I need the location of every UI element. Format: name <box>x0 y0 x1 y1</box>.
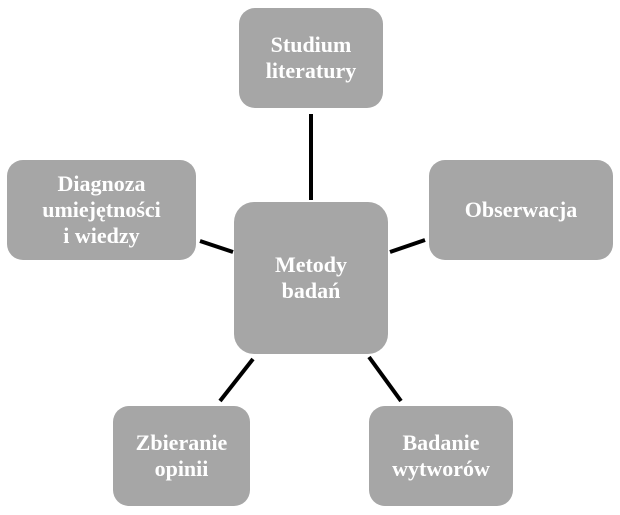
node-zbieranie-opinii: Zbieranie opinii <box>113 406 250 506</box>
connector-right <box>389 238 426 254</box>
node-obserwacja: Obserwacja <box>429 160 613 260</box>
connector-left <box>199 239 234 254</box>
node-badanie-wytworow: Badanie wytworów <box>369 406 513 506</box>
node-label: Zbieranie opinii <box>135 430 228 481</box>
node-label: Obserwacja <box>464 197 578 222</box>
node-diagnoza-umiejetnosci: Diagnoza umiejętności i wiedzy <box>7 160 196 260</box>
node-label: Badanie wytworów <box>392 430 490 481</box>
node-studium-literatury: Studium literatury <box>239 8 383 108</box>
connector-bottom-left <box>218 357 255 403</box>
node-label: Diagnoza umiejętności i wiedzy <box>42 171 161 248</box>
center-node-label: Metody badań <box>274 252 348 303</box>
connector-bottom-right <box>367 355 403 403</box>
node-label: Studium literatury <box>265 32 357 83</box>
center-node-metody-badan: Metody badań <box>234 202 388 354</box>
